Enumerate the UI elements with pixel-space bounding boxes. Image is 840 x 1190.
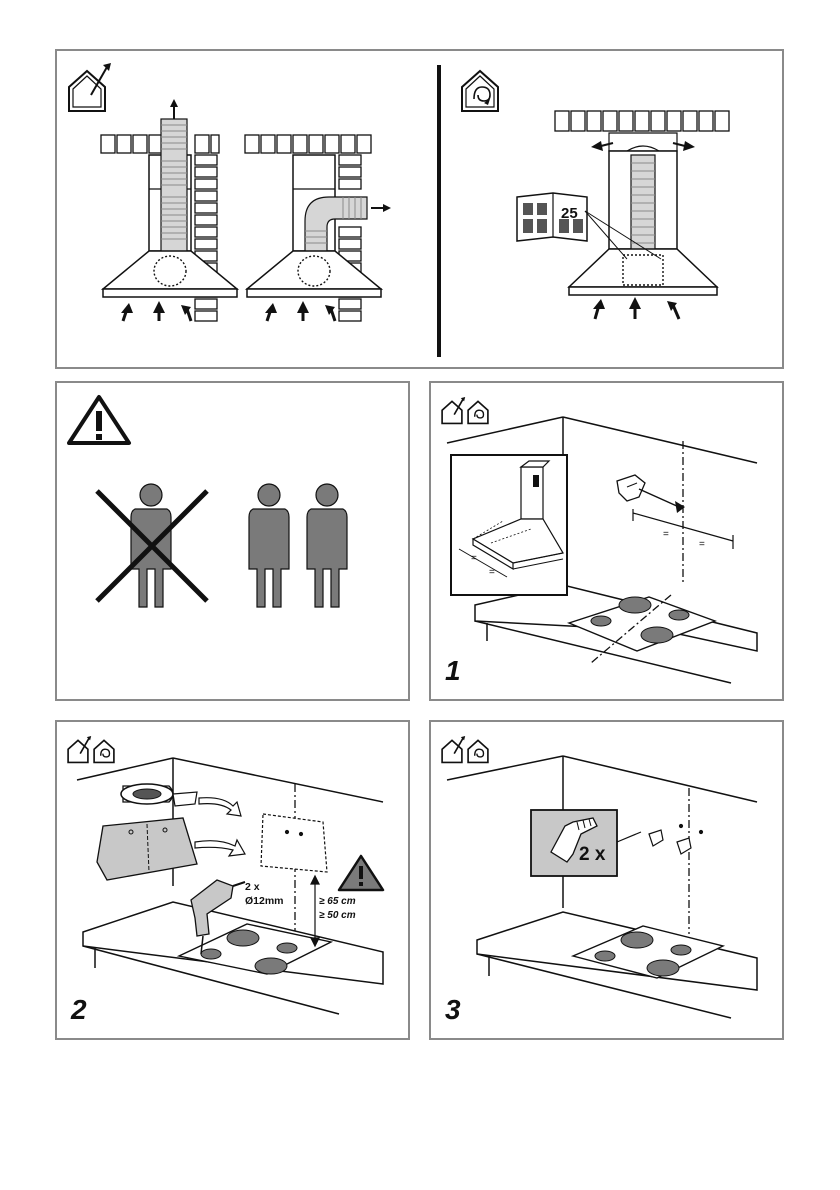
step-number: 2 xyxy=(71,994,87,1026)
template-on-wall xyxy=(261,814,327,872)
wall-plug-inset xyxy=(531,810,641,876)
panel-step-1: = = = = 1 xyxy=(429,381,784,701)
panel-step-2: 2 x Ø12mm ≥ 65 cm ≥ 50 cm 2 xyxy=(55,720,410,1040)
air-intake-arrows-3 xyxy=(593,297,679,319)
step-number: 3 xyxy=(445,994,461,1026)
apply-arrows xyxy=(195,798,245,856)
wall-plugs xyxy=(649,825,703,855)
ducted-mode-icon xyxy=(68,736,91,762)
hood-ducted-horizontal xyxy=(247,155,391,297)
equal-mark-2: = xyxy=(489,567,495,578)
prohibited-cross xyxy=(97,491,207,601)
dim-lower: ≥ 50 cm xyxy=(319,910,356,921)
hood-recirculation xyxy=(569,133,717,295)
ceiling-bricks-right xyxy=(555,111,729,131)
equal-mark-3: = xyxy=(663,529,669,540)
ducted-mode-icon xyxy=(69,63,111,111)
marking-hand-icon xyxy=(617,475,685,513)
air-intake-arrows-2 xyxy=(265,301,335,321)
panel-venting-modes: 25 xyxy=(55,49,784,369)
drill-diameter: Ø12mm xyxy=(245,895,284,907)
air-intake-arrows-1 xyxy=(121,301,191,321)
drill-count: 2 x xyxy=(245,881,260,893)
ceiling-bricks-left xyxy=(101,135,371,153)
dim-upper: ≥ 65 cm xyxy=(319,896,356,907)
panel-step-3: 2 x 3 xyxy=(429,720,784,1040)
warning-icon xyxy=(69,397,129,443)
recirculation-mode-icon xyxy=(468,740,488,762)
warning-icon xyxy=(339,856,383,890)
ducted-mode-icon xyxy=(442,736,465,762)
hood-measure-inset xyxy=(451,455,567,595)
recirculation-mode-icon xyxy=(468,401,488,423)
step-number: 1 xyxy=(445,655,461,687)
plug-count: 2 x xyxy=(579,844,606,865)
equal-mark-1: = xyxy=(471,553,477,564)
drilling-template-sheet xyxy=(97,818,197,880)
panel-two-person-warning xyxy=(55,381,410,701)
book-page-ref: 25 xyxy=(561,205,578,222)
recirculation-mode-icon xyxy=(462,71,498,111)
ducted-mode-icon xyxy=(442,397,465,423)
two-person-figures xyxy=(249,484,347,607)
recirculation-mode-icon xyxy=(94,740,114,762)
equal-mark-4: = xyxy=(699,539,705,550)
tape-roll-icon xyxy=(121,784,197,806)
